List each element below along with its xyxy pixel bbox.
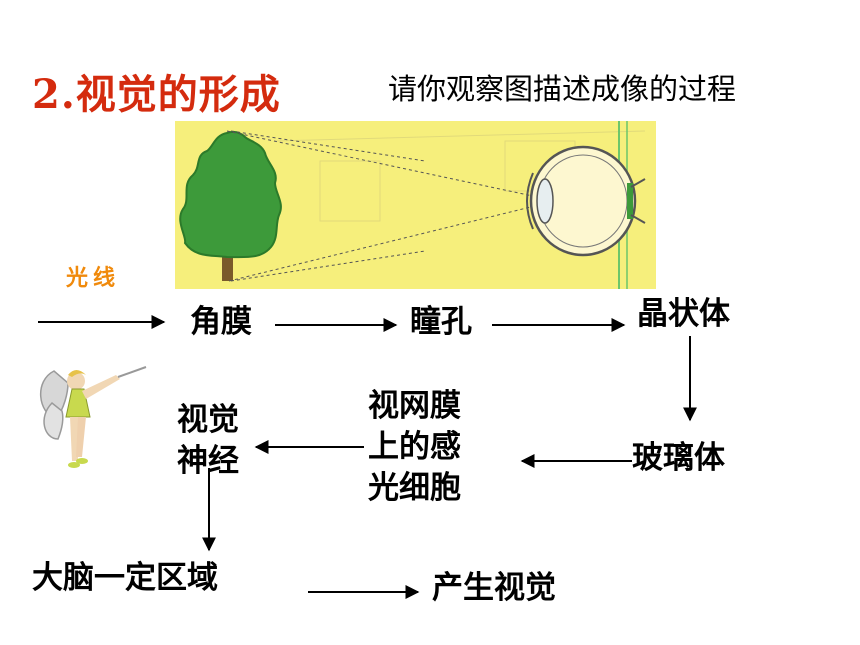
- optic-nerve-line-1: 视觉: [177, 402, 239, 438]
- optic-nerve-line-2: 神经: [177, 443, 239, 480]
- tree-eye-illustration: [175, 121, 656, 289]
- light-label: 光线: [66, 266, 121, 291]
- page-subtitle: 请你观察图描述成像的过程: [388, 72, 737, 106]
- optic-nerve-node: 视觉 神经: [177, 400, 307, 482]
- cornea-node: 角膜: [190, 304, 252, 340]
- eye-icon: [526, 145, 646, 257]
- brain-node: 大脑一定区域: [32, 560, 218, 596]
- fairy-icon: [39, 366, 147, 468]
- tree-icon: [179, 130, 282, 281]
- retina-node: 视网膜 上的感 光细胞: [368, 386, 498, 510]
- lens-node: 晶状体: [637, 296, 730, 332]
- retina-line-1: 视网膜: [368, 388, 461, 424]
- retina-line-2: 上的感: [368, 429, 461, 466]
- page-title: 2.视觉的形成: [32, 71, 281, 118]
- retina-line-3: 光细胞: [368, 470, 461, 507]
- pupil-node: 瞳孔: [410, 304, 472, 340]
- vitreous-node: 玻璃体: [632, 440, 725, 476]
- vision-node: 产生视觉: [432, 570, 556, 606]
